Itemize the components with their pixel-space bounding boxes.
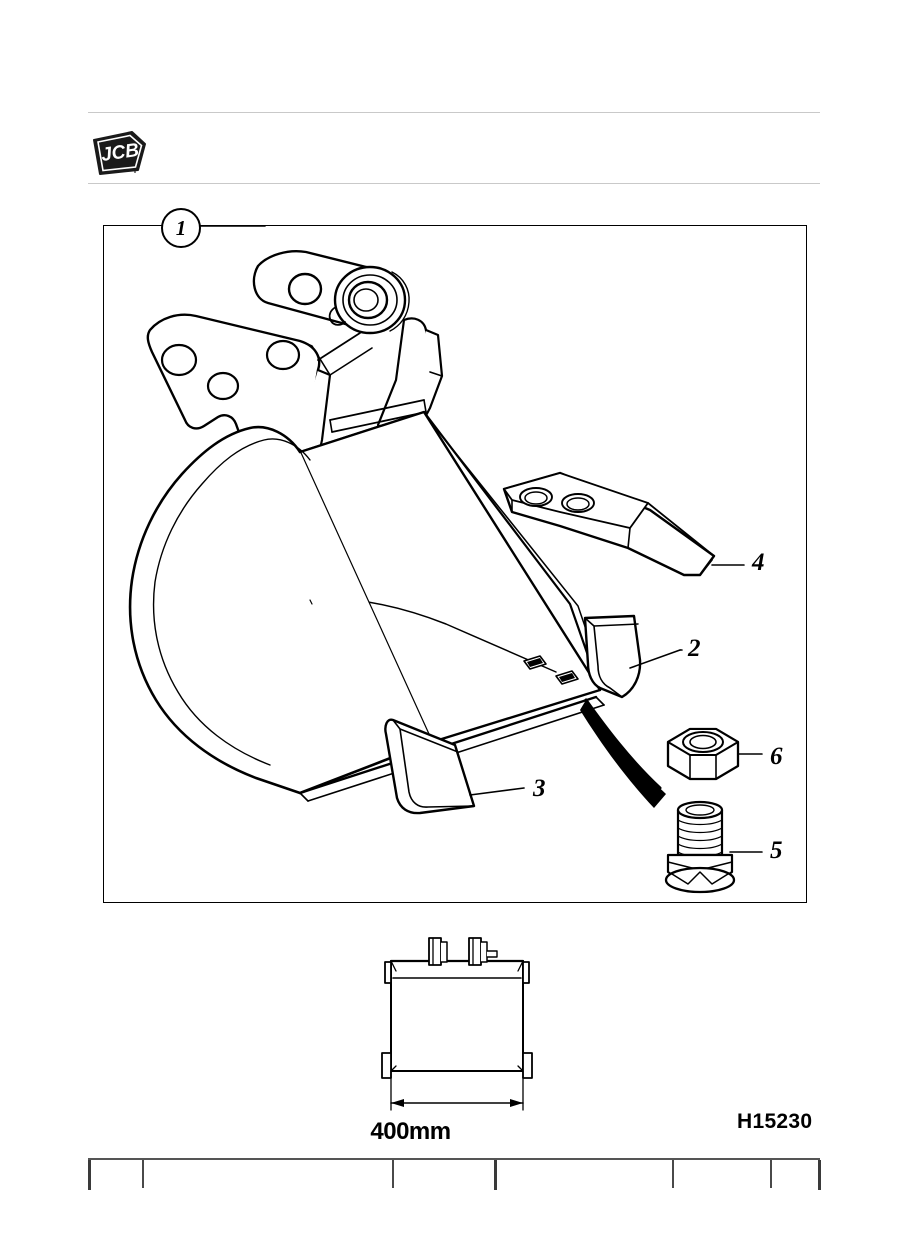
table-divider-6 — [818, 1160, 821, 1190]
table-divider-5 — [770, 1160, 772, 1188]
callout-3: 3 — [533, 775, 546, 802]
dimension-value: 400mm — [370, 1118, 451, 1145]
diagram-frame — [103, 225, 807, 903]
table-divider-0 — [88, 1160, 91, 1190]
table-divider-2 — [392, 1160, 394, 1188]
callout-2: 2 — [688, 635, 701, 662]
table-divider-3 — [494, 1160, 497, 1190]
table-divider-1 — [142, 1160, 144, 1188]
callout-5: 5 — [770, 837, 783, 864]
callout-1: 1 — [161, 208, 201, 248]
header-rule-bottom — [88, 183, 820, 184]
parts-table — [88, 1158, 821, 1243]
header-rule-top — [88, 112, 820, 113]
dimension-label: 400mm — [0, 1118, 909, 1146]
callout-6: 6 — [770, 743, 783, 770]
table-divider-4 — [672, 1160, 674, 1188]
drawing-reference: H15230 — [737, 1110, 813, 1133]
jcb-logo-icon: JCB — [88, 130, 150, 176]
callout-4: 4 — [752, 549, 765, 576]
